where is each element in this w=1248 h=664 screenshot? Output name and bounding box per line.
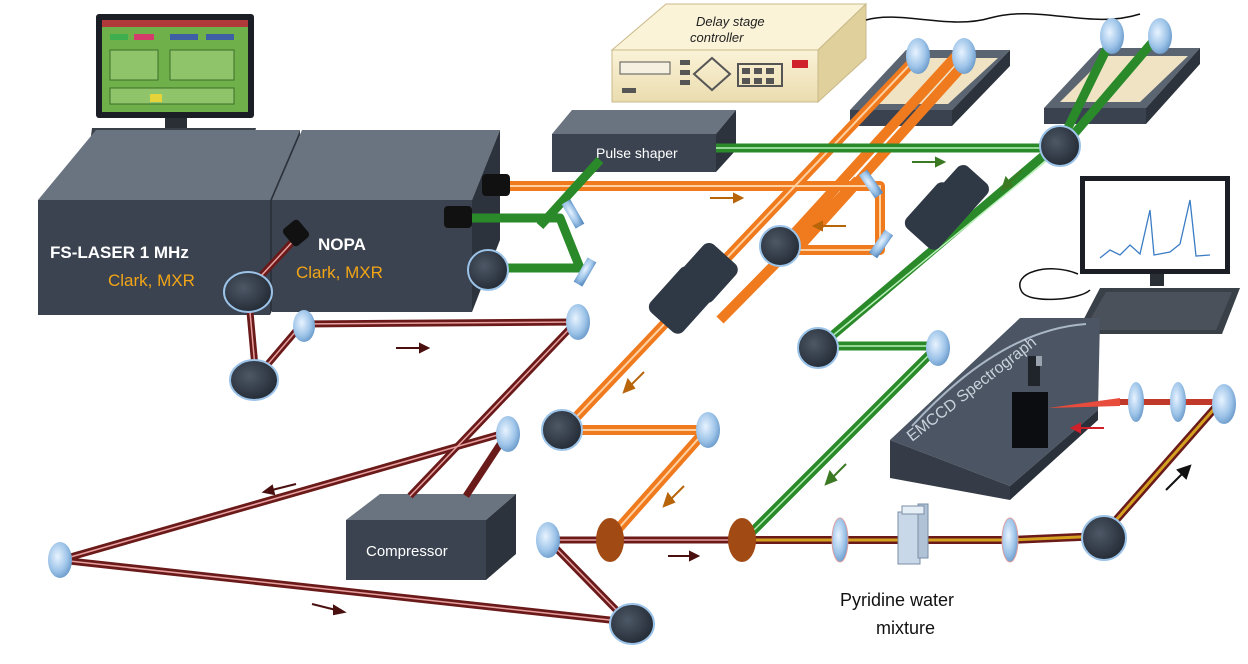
- direction-arrows: [261, 156, 1192, 616]
- mirror: [223, 271, 273, 313]
- mirror: [496, 416, 520, 452]
- focusing-lenses: [831, 382, 1186, 563]
- laser-label: FS-LASER 1 MHz: [50, 243, 189, 262]
- sample-cuvette: [897, 503, 929, 565]
- mirror: [541, 409, 583, 451]
- pulse-shaper-label: Pulse shaper: [596, 145, 678, 161]
- mirror: [293, 310, 315, 342]
- spectrograph-box: [890, 318, 1100, 500]
- nopa-vendor-label: Clark, MXR: [296, 263, 383, 282]
- delay-stage-2: [1044, 48, 1200, 124]
- computer-monitor-right: [1019, 176, 1240, 334]
- mirrors: [48, 18, 1236, 645]
- orange-beam-core: [490, 55, 919, 539]
- mirror: [229, 359, 279, 401]
- delay-controller-label-line1: Delay stage: [696, 14, 765, 29]
- compressor-box: [346, 494, 516, 580]
- mirror: [609, 603, 655, 645]
- mirror: [573, 257, 597, 287]
- compressor-label: Compressor: [366, 543, 448, 560]
- nopa-output-ports: [282, 174, 510, 247]
- mirror: [1100, 18, 1124, 54]
- mirror: [759, 225, 801, 267]
- mirror: [926, 330, 950, 366]
- mirror: [1039, 125, 1081, 167]
- mirror: [1212, 384, 1236, 424]
- green-beam-core: [716, 147, 1063, 541]
- mirror: [1148, 18, 1172, 54]
- pulse-shaper-box: [552, 110, 736, 172]
- mirror: [48, 542, 72, 578]
- mirror: [952, 38, 976, 74]
- mirror: [467, 249, 509, 291]
- mirror: [858, 169, 884, 199]
- delay-stage-controller: [610, 2, 1141, 104]
- sample-label-line1: Pyridine water: [840, 590, 954, 610]
- laser-vendor-label: Clark, MXR: [108, 271, 195, 290]
- mirror: [1081, 515, 1127, 561]
- delay-controller-label-line2: controller: [690, 30, 744, 45]
- mirror: [868, 229, 894, 259]
- beam-combiners: [596, 518, 756, 562]
- nopa-label: NOPA: [318, 235, 366, 254]
- mirror: [696, 412, 720, 448]
- telescope-lenses: [648, 165, 989, 334]
- mirror: [566, 304, 590, 340]
- sample-label-line2: mixture: [876, 618, 935, 638]
- mirror: [906, 38, 930, 74]
- mirror: [561, 199, 585, 229]
- mirror: [536, 522, 560, 558]
- mirror: [797, 327, 839, 369]
